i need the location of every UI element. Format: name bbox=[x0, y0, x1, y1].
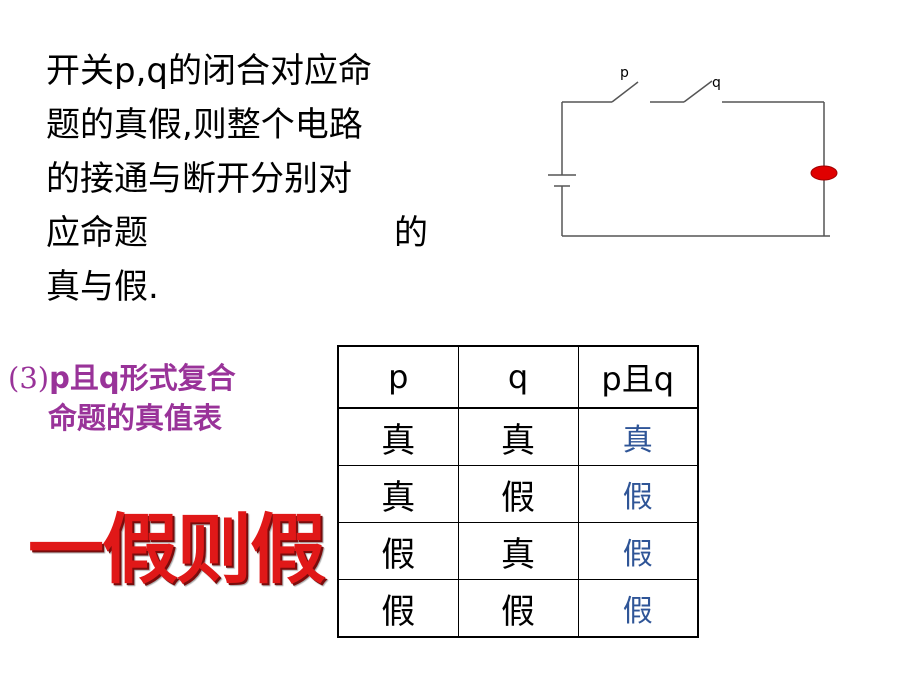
header-p: p bbox=[337, 345, 459, 409]
truth-table: p q p且q 真 真 真 真 假 假 假 真 假 假 假 bbox=[337, 345, 699, 638]
series-circuit-diagram: p q bbox=[548, 65, 838, 237]
truth-table-subtitle: (3)p且q形式复合 命题的真值表 bbox=[8, 358, 318, 438]
cell-p: 真 bbox=[337, 407, 459, 466]
table-row: 真 真 真 bbox=[337, 407, 699, 466]
cell-result: 假 bbox=[577, 522, 699, 580]
header-q: q bbox=[457, 345, 579, 409]
cell-q: 真 bbox=[457, 522, 579, 580]
intro-line-2: 题的真假,则整个电路 bbox=[46, 105, 363, 145]
cell-p: 假 bbox=[337, 579, 459, 638]
switch-q bbox=[683, 80, 713, 103]
intro-line-3: 的接通与断开分别对 bbox=[46, 159, 352, 199]
intro-line-4-end: 的 bbox=[394, 213, 428, 253]
subtitle-line-1: (3)p且q形式复合 bbox=[8, 358, 318, 398]
subtitle-line-2: 命题的真值表 bbox=[48, 401, 223, 435]
subtitle-line-1-text: p且q形式复合 bbox=[49, 361, 236, 395]
switch-p-label: p bbox=[620, 65, 629, 81]
table-row: 假 假 假 bbox=[337, 579, 699, 638]
table-header-row: p q p且q bbox=[337, 345, 699, 409]
cell-p: 真 bbox=[337, 465, 459, 523]
cell-p: 假 bbox=[337, 522, 459, 580]
cell-result: 假 bbox=[577, 579, 699, 638]
switch-q-label: q bbox=[712, 75, 721, 91]
lamp bbox=[810, 165, 838, 181]
cell-q: 假 bbox=[457, 579, 579, 638]
table-row: 真 假 假 bbox=[337, 465, 699, 523]
intro-line-1: 开关p,q的闭合对应命 bbox=[46, 51, 372, 91]
cell-q: 真 bbox=[457, 407, 579, 466]
intro-line-5: 真与假. bbox=[46, 267, 159, 307]
cell-result: 真 bbox=[577, 407, 699, 466]
switch-p bbox=[611, 81, 639, 103]
cell-q: 假 bbox=[457, 465, 579, 523]
table-row: 假 真 假 bbox=[337, 522, 699, 580]
subtitle-prefix: (3) bbox=[8, 361, 50, 395]
cell-result: 假 bbox=[577, 465, 699, 523]
intro-text: 开关p,q的闭合对应命 题的真假,则整个电路 的接通与断开分别对 应命题 的 真与… bbox=[46, 44, 476, 314]
slogan: 一假则假 bbox=[28, 505, 326, 594]
intro-line-4-start: 应命题 bbox=[46, 213, 148, 253]
header-p-and-q: p且q bbox=[577, 345, 699, 409]
intro-line-4: 应命题 的 bbox=[46, 206, 476, 260]
